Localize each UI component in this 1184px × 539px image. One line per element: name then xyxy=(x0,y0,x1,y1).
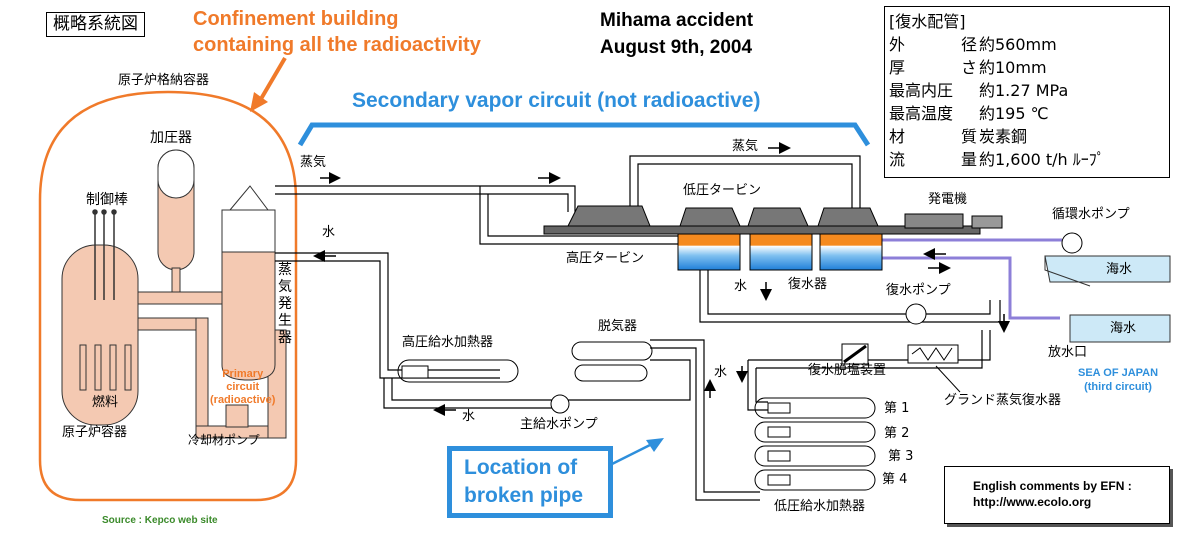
spec-row-label-part: 流 xyxy=(889,150,906,169)
circulating-water xyxy=(860,238,1062,320)
sea xyxy=(1044,255,1171,343)
spec-row-value: 約1,600 t/h ﾙｰﾌﾟ xyxy=(979,150,1105,169)
spec-row-label-part: さ xyxy=(960,58,977,77)
water-left-label: 水 xyxy=(322,225,336,240)
spec-row-label-part: 量 xyxy=(960,150,977,169)
spec-row-label-part: 材 xyxy=(889,127,906,146)
coolant-pump-label: 冷却材ポンプ xyxy=(188,433,260,447)
condensate-pump-label: 復水ポンプ xyxy=(886,283,951,298)
spec-row: 最高内圧 約1.27 MPa xyxy=(889,79,1169,102)
deaerator-label: 脱気器 xyxy=(598,319,638,334)
spec-row-value: 約560mm xyxy=(979,35,1057,54)
secondary-circuit-bracket xyxy=(297,122,871,147)
outlet-label: 放水口 xyxy=(1048,345,1088,360)
steam-top-label: 蒸気 xyxy=(732,139,759,154)
spec-row: 流量約1,600 t/h ﾙｰﾌﾟ xyxy=(889,148,1169,171)
spec-row-label-part: 最高温度 xyxy=(889,104,954,123)
source-note: Source : Kepco web site xyxy=(102,515,218,526)
flow-arrows xyxy=(313,142,1010,416)
water-bottom-label: 水 xyxy=(462,409,476,424)
pressurizer-label: 加圧器 xyxy=(150,130,192,146)
spec-row-label: 材質 xyxy=(889,125,979,148)
spec-row: 厚さ約10mm xyxy=(889,56,1169,79)
reactor-vessel-label: 原子炉容器 xyxy=(62,425,128,440)
spec-row-label: 流量 xyxy=(889,148,979,171)
broken-pipe-pointer xyxy=(611,442,653,466)
lp-turbine-label: 低圧タービン xyxy=(683,183,762,198)
gland-condenser-label: グランド蒸気復水器 xyxy=(944,393,1062,408)
circ-pump-label: 循環水ポンプ xyxy=(1052,207,1130,222)
spec-row-value: 炭素鋼 xyxy=(979,127,1028,146)
seawater-lower-label: 海水 xyxy=(1110,321,1137,336)
steam-generator-label: 蒸気発生器 xyxy=(278,262,292,346)
heater-1-label: 第 1 xyxy=(884,401,910,416)
spec-row-label: 最高内圧 xyxy=(889,79,979,102)
secondary-pipes xyxy=(275,155,1001,501)
credit-box: English comments by EFN :http://www.ecol… xyxy=(944,466,1170,524)
demineralizer-label: 復水脱塩装置 xyxy=(808,363,887,378)
heater-4-label: 第 4 xyxy=(882,472,908,487)
spec-row-label: 厚さ xyxy=(889,56,979,79)
containment-vessel-label: 原子炉格納容器 xyxy=(118,73,210,88)
deaerator xyxy=(571,341,653,382)
lp-heaters xyxy=(754,397,876,491)
condenser-label: 復水器 xyxy=(788,277,828,292)
generator-label: 発電機 xyxy=(928,192,968,207)
spec-title: [復水配管] xyxy=(889,12,966,31)
spec-row-label-part: 質 xyxy=(960,127,977,146)
main-feed-pump-icon xyxy=(550,394,570,414)
water-condenser-label: 水 xyxy=(734,279,748,294)
circ-pump-icon xyxy=(1061,232,1083,254)
spec-row-label: 外径 xyxy=(889,33,979,56)
secondary-circuit-caption: Secondary vapor circuit (not radioactive… xyxy=(352,89,761,112)
fuel-label: 燃料 xyxy=(92,395,119,410)
water-lp-label: 水 xyxy=(714,365,728,380)
spec-row-value: 約10mm xyxy=(979,58,1047,77)
hp-turbine-label: 高圧タービン xyxy=(566,251,645,266)
confinement-building-outline xyxy=(38,90,298,502)
spec-row-value: 約195 ℃ xyxy=(979,104,1049,123)
spec-row: 外径約560mm xyxy=(889,33,1169,56)
heater-2-label: 第 2 xyxy=(884,426,910,441)
spec-row-label-part: 厚 xyxy=(889,58,906,77)
heater-3-label: 第 3 xyxy=(888,449,914,464)
hp-heater-label: 高圧給水加熱器 xyxy=(402,335,494,350)
diagram-title: 概略系統図 xyxy=(46,12,145,37)
lp-heater-label: 低圧給水加熱器 xyxy=(774,499,866,514)
condensers xyxy=(677,233,883,271)
spec-row-label: 最高温度 xyxy=(889,102,979,125)
fuel-rods xyxy=(79,344,132,391)
gland-condenser-icon xyxy=(907,344,959,364)
main-feed-pump-label: 主給水ポンプ xyxy=(520,417,598,432)
steam-left-label: 蒸気 xyxy=(300,155,327,170)
seawater-upper-label: 海水 xyxy=(1106,262,1133,277)
control-rods xyxy=(92,209,117,300)
spec-row-label-part: 外 xyxy=(889,35,906,54)
turbine-train xyxy=(543,205,1003,235)
spec-row: 材質炭素鋼 xyxy=(889,125,1169,148)
condensate-pump-icon xyxy=(905,303,927,325)
primary-circuit xyxy=(61,149,287,439)
hp-heater xyxy=(397,359,519,383)
control-rods-label: 制御棒 xyxy=(86,192,128,208)
spec-row-label-part: 径 xyxy=(960,35,977,54)
spec-row: 最高温度 約195 ℃ xyxy=(889,102,1169,125)
confinement-pointer-arrow xyxy=(256,56,287,106)
spec-row-value: 約1.27 MPa xyxy=(979,81,1069,100)
spec-row-label-part: 最高内圧 xyxy=(889,81,954,100)
sea-caption: SEA OF JAPAN(third circuit) xyxy=(1078,367,1159,393)
